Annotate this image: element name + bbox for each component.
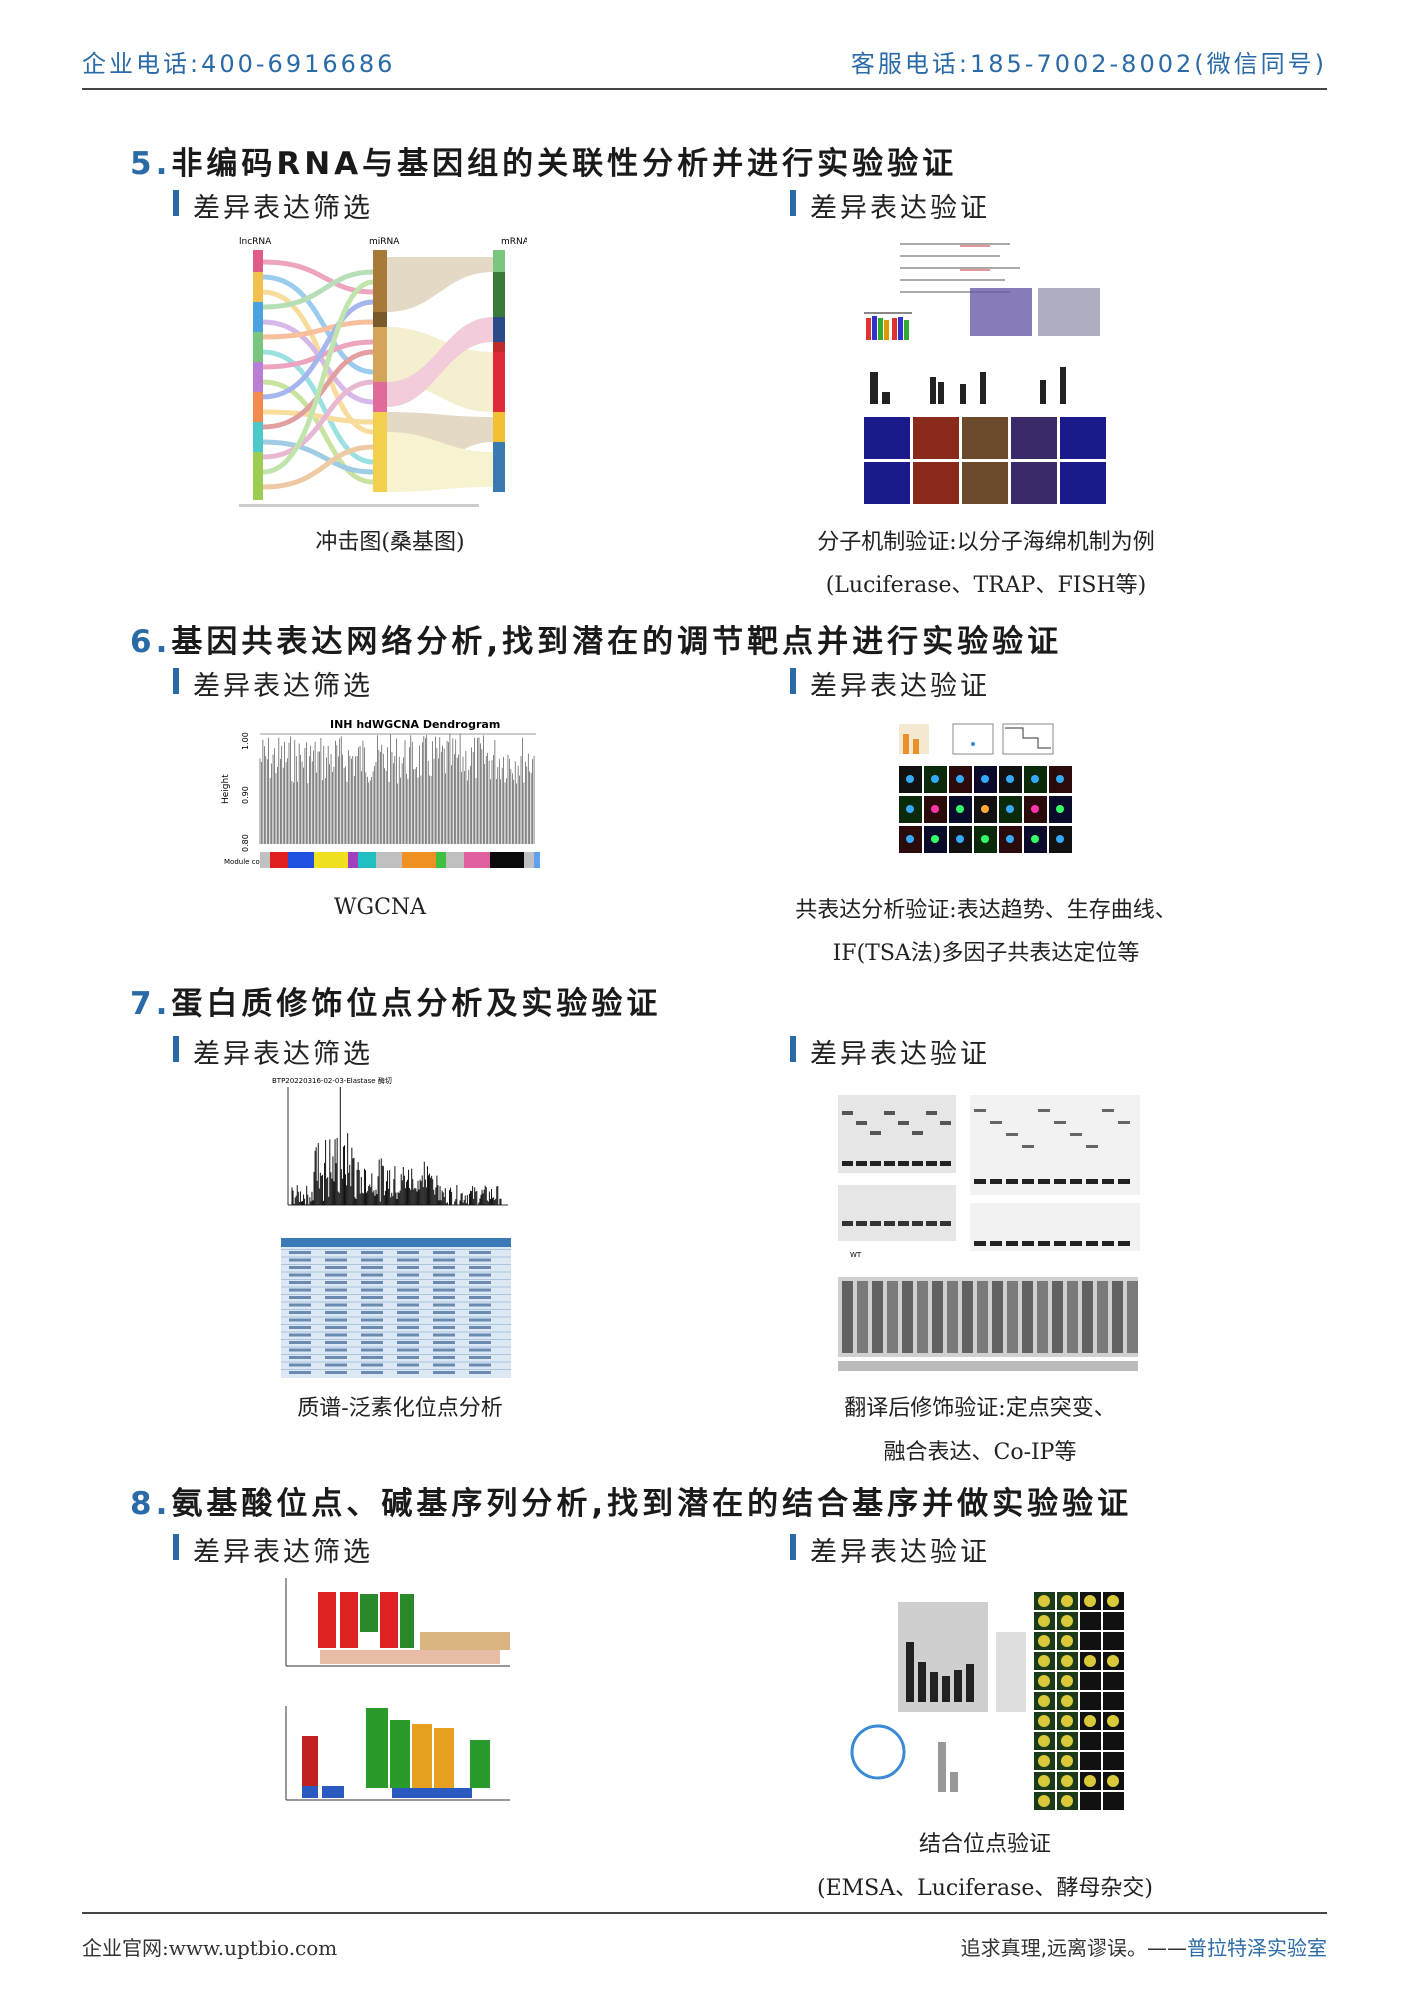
header-service-phone: 客服电话:185-7002-8002(微信同号) bbox=[850, 50, 1327, 78]
coexpression-figure bbox=[893, 714, 1079, 868]
section-7-title: 7.蛋白质修饰位点分析及实验验证 bbox=[130, 986, 662, 1022]
footer-website: 企业官网:www.uptbio.com bbox=[82, 1936, 338, 1960]
mass-spectrum: BTP20220316-02-03-Elastase 酶切 bbox=[272, 1073, 512, 1213]
svg-text:0.90: 0.90 bbox=[241, 786, 250, 804]
section-7-right-caption-1: 翻译后修饰验证:定点突变、 bbox=[844, 1396, 1116, 1421]
section-8-right-caption-1: 结合位点验证 bbox=[918, 1832, 1051, 1857]
header-phone: 企业电话:400-6916686 bbox=[82, 50, 396, 78]
svg-text:mRNA: mRNA bbox=[501, 237, 527, 247]
svg-text:Module colors: Module colors bbox=[224, 858, 273, 866]
section-7-left-subtitle: 差异表达筛选 bbox=[173, 1032, 373, 1071]
section-8-title: 8.氨基酸位点、碱基序列分析,找到潜在的结合基序并做实验验证 bbox=[130, 1486, 1133, 1522]
section-8-right-caption-2: (EMSA、Luciferase、酵母杂交) bbox=[817, 1876, 1153, 1901]
svg-text:0.80: 0.80 bbox=[241, 834, 250, 852]
binding-site-figure bbox=[838, 1572, 1128, 1812]
section-6-title: 6.基因共表达网络分析,找到潜在的调节靶点并进行实验验证 bbox=[130, 624, 1063, 660]
svg-text:BTP20220316-02-03-Elastase 酶切: BTP20220316-02-03-Elastase 酶切 bbox=[272, 1076, 392, 1085]
section-6-right-subtitle: 差异表达验证 bbox=[790, 664, 990, 703]
section-7-left-caption: 质谱-泛素化位点分析 bbox=[297, 1396, 503, 1421]
mechanism-figure bbox=[860, 232, 1112, 510]
wgcna-dendrogram: INH hdWGCNA Dendrogram Height 1.00 0.90 … bbox=[220, 714, 552, 874]
section-5-title: 5.非编码RNA与基因组的关联性分析并进行实验验证 bbox=[130, 146, 958, 182]
section-6-right-caption-2: IF(TSA法)多因子共表达定位等 bbox=[832, 941, 1140, 966]
sankey-figure: lncRNA miRNA mRNA bbox=[235, 232, 530, 512]
svg-text:INH hdWGCNA Dendrogram: INH hdWGCNA Dendrogram bbox=[330, 718, 500, 731]
dna-motif-logo bbox=[280, 1700, 520, 1810]
section-5-right-caption-1: 分子机制验证:以分子海绵机制为例 bbox=[817, 530, 1155, 555]
section-6-left-caption: WGCNA bbox=[333, 895, 427, 920]
svg-text:WT: WT bbox=[850, 1251, 862, 1259]
section-8-left-subtitle: 差异表达筛选 bbox=[173, 1530, 373, 1569]
section-5-right-caption-2: (Luciferase、TRAP、FISH等) bbox=[825, 573, 1147, 598]
svg-text:lncRNA: lncRNA bbox=[239, 237, 272, 247]
section-8-right-subtitle: 差异表达验证 bbox=[790, 1530, 990, 1569]
footer-lab-name: 普拉特泽实验室 bbox=[1187, 1936, 1327, 1960]
section-5-left-caption: 冲击图(桑基图) bbox=[315, 530, 465, 555]
footer-divider bbox=[82, 1912, 1327, 1914]
section-5-left-subtitle: 差异表达筛选 bbox=[173, 186, 373, 225]
ubiquitination-table bbox=[281, 1238, 511, 1378]
section-6-right-caption-1: 共表达分析验证:表达趋势、生存曲线、 bbox=[795, 898, 1177, 923]
section-7-right-subtitle: 差异表达验证 bbox=[790, 1032, 990, 1071]
svg-text:1.00: 1.00 bbox=[241, 732, 250, 750]
footer-motto: 追求真理,远离谬误。——普拉特泽实验室 bbox=[960, 1936, 1327, 1960]
section-6-left-subtitle: 差异表达筛选 bbox=[173, 664, 373, 703]
western-blot-figure: WT bbox=[838, 1091, 1208, 1373]
section-7-right-caption-2: 融合表达、Co-IP等 bbox=[883, 1440, 1077, 1465]
svg-text:miRNA: miRNA bbox=[369, 237, 400, 247]
protein-motif-logo bbox=[280, 1572, 520, 1672]
header-divider bbox=[82, 88, 1327, 90]
svg-text:Height: Height bbox=[221, 774, 231, 804]
section-5-right-subtitle: 差异表达验证 bbox=[790, 186, 990, 225]
